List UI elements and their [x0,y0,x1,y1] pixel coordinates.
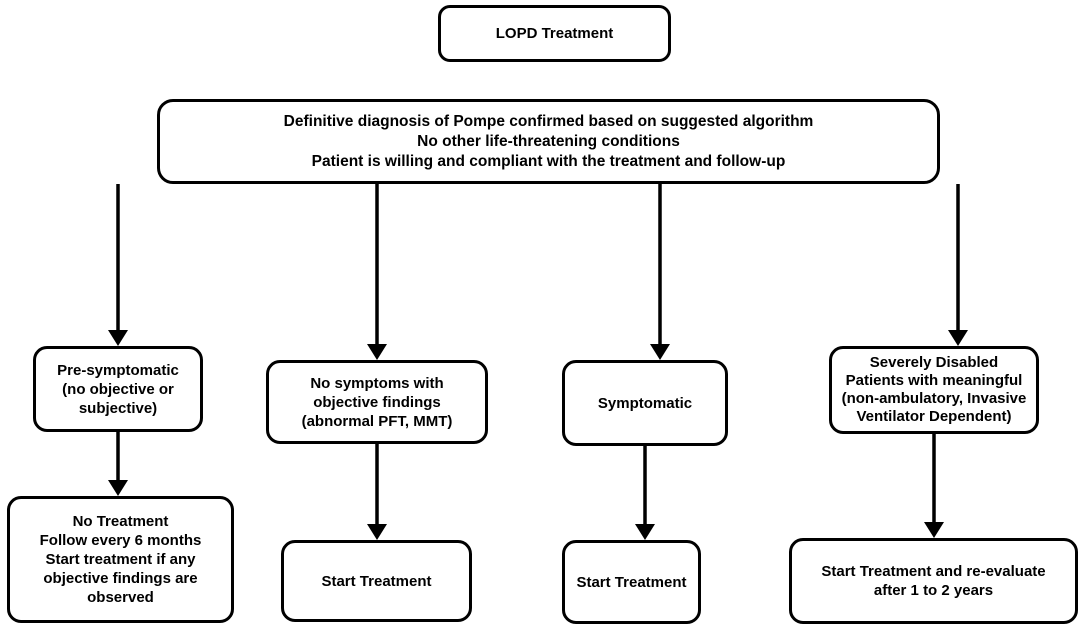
title-box: LOPD Treatment [438,5,671,62]
arrowhead-severely-disabled [948,330,968,346]
action-line: after 1 to 2 years [873,582,994,599]
action-line: Follow every 6 months [39,532,202,549]
category-label-line: (abnormal PFT, MMT) [301,412,453,430]
arrowhead-symptomatic [650,344,670,360]
category-label-line: subjective) [78,399,158,417]
action-start-treatment-no-symptoms: Start Treatment [281,540,472,622]
action-line: Start Treatment [576,573,687,591]
action-no-treatment: No Treatment Follow every 6 months Start… [7,496,234,623]
arrowhead-no-symptoms-action [367,524,387,540]
action-line: Start Treatment [321,572,432,590]
criteria-line: Definitive diagnosis of Pompe confirmed … [283,112,814,130]
arrowhead-presymptomatic-action [108,480,128,496]
category-label-line: No symptoms with [310,374,444,392]
action-line: Start treatment if any [45,551,196,568]
action-start-treatment-symptomatic: Start Treatment [562,540,701,624]
action-line: No Treatment [72,513,169,530]
action-line: Start Treatment and re-evaluate [821,563,1046,580]
category-presymptomatic: Pre-symptomatic (no objective or subject… [33,346,203,432]
category-symptomatic: Symptomatic [562,360,728,446]
action-line: observed [87,589,154,606]
category-label-line: Patients with meaningful [845,372,1023,389]
title-text: LOPD Treatment [495,25,614,42]
category-label-line: Pre-symptomatic [57,361,179,379]
criteria-line: No other life-threatening conditions [417,132,680,150]
category-label-line: (non-ambulatory, Invasive [841,390,1027,407]
category-no-symptoms-objective-findings: No symptoms with objective findings (abn… [266,360,488,444]
arrowhead-no-symptoms [367,344,387,360]
category-label-line: Severely Disabled [869,354,999,371]
category-label-line: Ventilator Dependent) [856,408,1012,425]
action-line: objective findings are [43,570,198,587]
category-label-line: Symptomatic [597,394,693,412]
arrowhead-symptomatic-action [635,524,655,540]
arrowhead-severely-disabled-action [924,522,944,538]
criteria-line: Patient is willing and compliant with th… [311,152,786,170]
category-severely-disabled: Severely Disabled Patients with meaningf… [829,346,1039,434]
action-start-treatment-reevaluate: Start Treatment and re-evaluate after 1 … [789,538,1078,624]
category-label-line: (no objective or [62,380,174,398]
category-label-line: objective findings [313,393,441,411]
arrowhead-presymptomatic [108,330,128,346]
criteria-box: Definitive diagnosis of Pompe confirmed … [157,99,940,184]
